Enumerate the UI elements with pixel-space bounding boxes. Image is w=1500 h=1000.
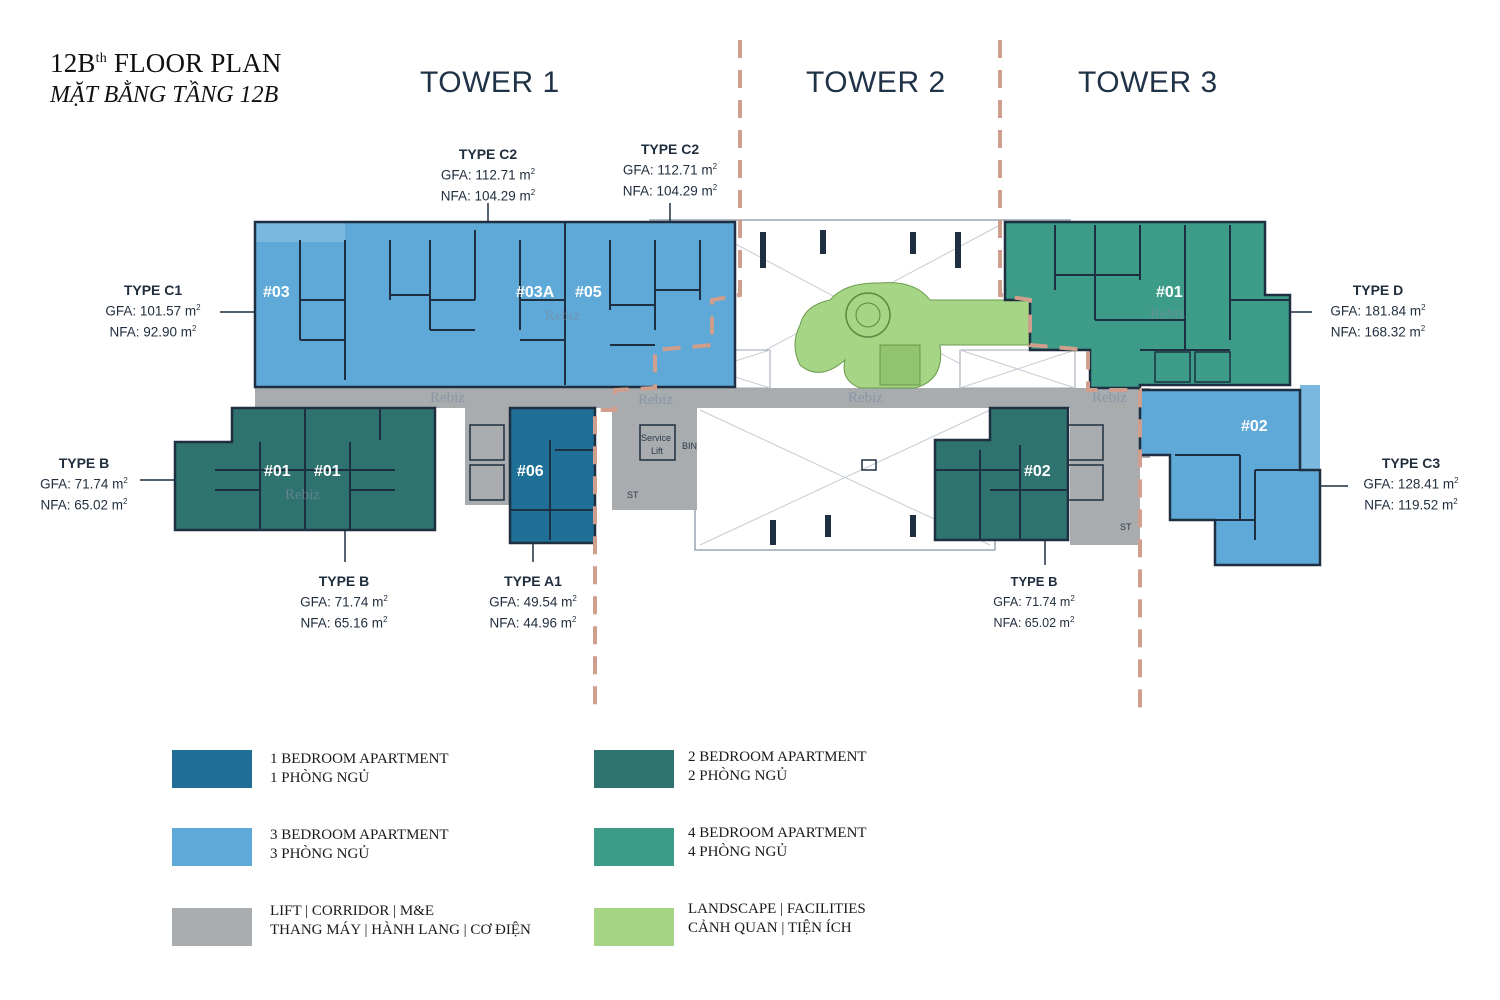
- area-label-c2-right: TYPE C2 GFA: 112.71 m2 NFA: 104.29 m2: [622, 141, 718, 198]
- apartment-block-2br-tower3: [933, 406, 1070, 542]
- stair-label: ST: [627, 490, 639, 500]
- watermark: Rebiz: [545, 308, 580, 324]
- area-label-b-left: TYPE B GFA: 71.74 m2 NFA: 65.02 m2: [40, 455, 128, 512]
- apartment-block-3br-tower3: [1138, 385, 1322, 567]
- unit-number: #02: [1241, 418, 1268, 435]
- legend-swatch-landscape: [594, 908, 674, 946]
- area-label-c1: TYPE C1 GFA: 101.57 m2 NFA: 92.90 m2: [105, 282, 201, 339]
- landscape-area: [794, 282, 1031, 389]
- tower-divider-lines: [593, 40, 1142, 715]
- tower-1-label: TOWER 1: [420, 66, 560, 99]
- unit-number: #01: [314, 463, 341, 480]
- unit-number: #06: [517, 463, 544, 480]
- apartment-block-1br-tower1: [508, 406, 597, 545]
- legend-swatch-2br: [594, 750, 674, 788]
- area-label-d: TYPE D GFA: 181.84 m2 NFA: 168.32 m2: [1330, 282, 1426, 339]
- watermark: Rebiz: [285, 487, 320, 503]
- area-label-b-center: TYPE B GFA: 71.74 m2 NFA: 65.16 m2: [300, 573, 388, 630]
- page-title: 12Bth FLOOR PLAN: [50, 48, 282, 78]
- unit-number: #02: [1024, 463, 1051, 480]
- area-label-c2-left: TYPE C2 GFA: 112.71 m2 NFA: 104.29 m2: [440, 146, 536, 203]
- area-label-a1: TYPE A1 GFA: 49.54 m2 NFA: 44.96 m2: [489, 573, 577, 630]
- bin-label: BIN: [682, 441, 698, 451]
- unit-number: #03A: [516, 284, 555, 301]
- unit-number: #01: [1156, 284, 1183, 301]
- unit-number: #05: [575, 284, 602, 301]
- area-label-b-right: TYPE B GFA: 71.74 m2 NFA: 65.02 m2: [993, 574, 1075, 631]
- legend-swatch-3br: [172, 828, 252, 866]
- unit-number: #01: [264, 463, 291, 480]
- tower-3-label: TOWER 3: [1078, 66, 1218, 99]
- legend-swatch-4br: [594, 828, 674, 866]
- legend-swatch-corridor: [172, 908, 252, 946]
- service-lift-label: Service: [641, 433, 672, 443]
- watermark: Rebiz: [430, 390, 465, 406]
- stair-label: ST: [1120, 522, 1132, 532]
- leader-lines: [140, 203, 1348, 565]
- watermark: Rebiz: [848, 390, 883, 406]
- service-lift-label: Lift: [651, 446, 664, 456]
- page-subtitle: MẶT BẰNG TẦNG 12B: [50, 82, 279, 108]
- watermark: Rebiz: [1150, 306, 1185, 322]
- unit-number: #03: [263, 284, 290, 301]
- legend-swatch-1br: [172, 750, 252, 788]
- apartment-block-2br-tower1: [173, 406, 437, 532]
- area-label-c3: TYPE C3 GFA: 128.41 m2 NFA: 119.52 m2: [1363, 455, 1459, 512]
- watermark: Rebiz: [1092, 390, 1127, 406]
- tower-2-label: TOWER 2: [806, 66, 946, 99]
- watermark: Rebiz: [638, 392, 673, 408]
- apartment-block-3br-tower1: [253, 220, 737, 389]
